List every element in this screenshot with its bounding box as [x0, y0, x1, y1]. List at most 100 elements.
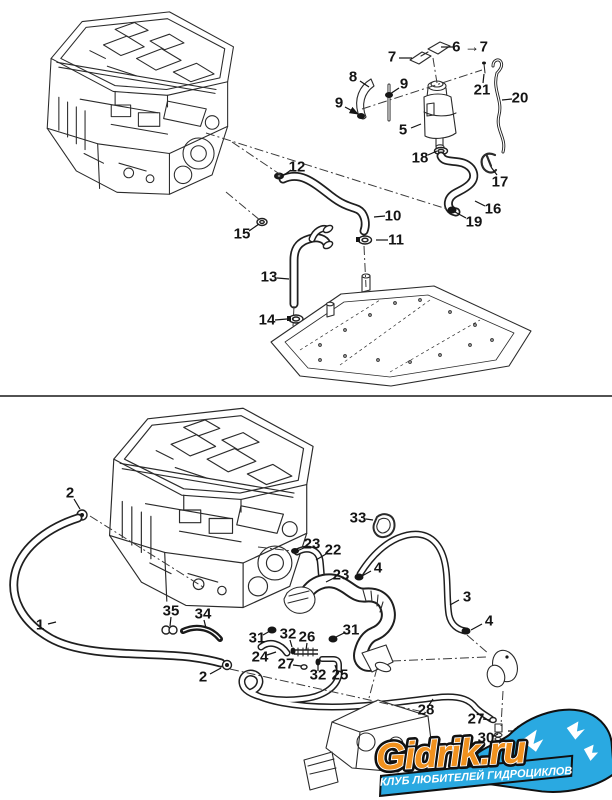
callout-leader-24	[266, 651, 277, 656]
construction-line	[361, 69, 483, 110]
overflow-tube-20	[491, 58, 506, 154]
callout-7: 7	[388, 49, 396, 66]
callout-21: 21	[474, 82, 491, 99]
clamp-14	[287, 314, 304, 324]
callout-leader-30	[491, 733, 499, 738]
upper-hose-10	[274, 171, 370, 236]
callout-leader-31	[335, 632, 345, 638]
callout-3: 3	[463, 589, 471, 606]
callout-leader-27	[292, 664, 302, 667]
callout-20: 20	[512, 90, 529, 107]
construction-line	[257, 546, 293, 552]
clip-17	[480, 152, 498, 174]
callout-12: 12	[289, 159, 306, 176]
callout-10: 10	[385, 208, 402, 225]
callout-17: 17	[492, 174, 509, 191]
callout-leader-33	[365, 518, 374, 521]
callout-13: 13	[261, 269, 278, 286]
callout-33: 33	[350, 510, 367, 527]
callout-leader-21	[482, 73, 485, 84]
bottom-callouts: 2135342332322234343132263124273225282729…	[36, 485, 533, 747]
callout-leader-4	[470, 623, 483, 631]
callout-leader-10	[373, 215, 386, 218]
callout-leader-9	[389, 87, 400, 95]
callout-9: 9	[400, 76, 408, 93]
callout-16: 16	[485, 201, 502, 218]
callout-34: 34	[195, 606, 212, 623]
callout-4: 4	[374, 560, 383, 577]
gasket-33	[372, 513, 396, 539]
callout-leader-14	[274, 318, 288, 321]
callout-leader-28	[428, 698, 434, 706]
construction-line	[466, 634, 490, 655]
callout-leader-23	[296, 546, 307, 552]
elbow-pipe-13	[289, 224, 334, 309]
callout-24: 24	[252, 649, 269, 666]
construction-line	[292, 305, 295, 327]
callout-leader-16	[474, 200, 486, 207]
watermark: Gidrik.ru Gidrik.ru КЛУБ ЛЮБИТЕЛЕЙ ГИДРО…	[371, 708, 612, 798]
callout-11: 11	[388, 232, 404, 249]
callout-15: 15	[234, 226, 251, 243]
callout-2: 2	[199, 669, 207, 686]
supply-hose-3	[354, 530, 471, 635]
callout-leader-18	[427, 150, 438, 156]
callout-26: 26	[299, 629, 316, 646]
construction-line	[231, 141, 282, 176]
callout-leader-8	[359, 80, 370, 88]
callout-32: 32	[280, 626, 297, 643]
bottom-diagram: 2135342332322234343132263124273225282729…	[9, 407, 533, 791]
ride-plate-heat-exchanger	[270, 273, 532, 387]
callout-leader-13	[276, 277, 290, 280]
construction-line	[500, 690, 504, 727]
callout-5: 5	[399, 122, 407, 139]
callout-27: 27	[278, 656, 295, 673]
callout-31: 31	[343, 622, 360, 639]
callout-30: 30	[478, 730, 495, 747]
callout-25: 25	[332, 667, 349, 684]
callout-23: 23	[333, 567, 350, 584]
callout-leader-17	[490, 166, 498, 176]
construction-line	[368, 667, 378, 699]
watermark-site-text: Gidrik.ru	[375, 729, 527, 779]
construction-line	[205, 132, 448, 210]
callout-1: 1	[36, 617, 44, 634]
clamp-11	[356, 235, 373, 245]
callout-32: 32	[310, 667, 327, 684]
callout-2: 2	[66, 485, 74, 502]
outlet-fitting	[486, 649, 519, 742]
callout-leader-2	[209, 667, 222, 675]
callout-8: 8	[349, 69, 357, 86]
callout-leader-1	[47, 621, 57, 625]
exhaust-pipe-assembly	[267, 573, 396, 673]
callout-18: 18	[412, 150, 429, 167]
callout-leader-25	[334, 664, 338, 672]
hose-34	[180, 624, 223, 642]
callout-leader-27	[482, 718, 491, 721]
callout-leader-4	[361, 570, 372, 577]
callout-leader-5	[410, 123, 422, 129]
callout-31: 31	[249, 630, 266, 647]
watermark-banner	[378, 754, 574, 798]
callout-leader-9	[344, 106, 360, 115]
callout-67: 6 →7	[452, 39, 488, 56]
construction-line	[363, 245, 367, 288]
engine-sketch-bottom	[108, 407, 314, 609]
clamp-35	[161, 625, 178, 635]
outlet-hose-16	[436, 151, 479, 217]
callout-leader-32	[289, 639, 293, 648]
engine-sketch-top	[46, 11, 234, 195]
drain-hose-28	[238, 669, 495, 723]
callout-23: 23	[304, 536, 321, 553]
callout-leader-2	[73, 498, 81, 510]
callout-28: 28	[418, 702, 435, 719]
callout-leader-19	[454, 211, 467, 219]
jet-pump-sketch	[303, 699, 433, 791]
callout-leader-26	[305, 642, 308, 651]
cap-parts-6-7	[409, 41, 451, 65]
callout-9: 9	[335, 95, 343, 112]
long-hose-1	[9, 513, 226, 668]
callout-leader-35	[169, 616, 172, 627]
